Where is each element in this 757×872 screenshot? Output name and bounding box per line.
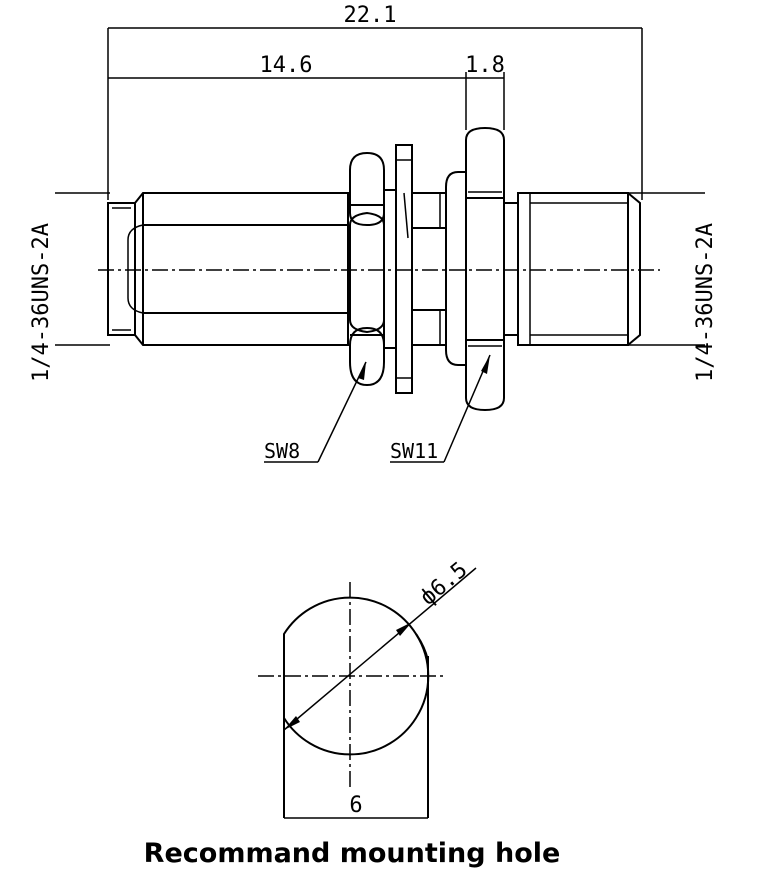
large-nut-washer <box>445 171 467 366</box>
sw8-label: SW8 <box>264 439 300 463</box>
connector-side-view: 22.1 14.6 1.8 1/4-36UNS-2A 1/4-36UNS-2A <box>29 3 718 463</box>
sw11-label: SW11 <box>390 439 438 463</box>
nut-thickness-dimension: 1.8 <box>465 53 505 130</box>
hole-diameter-label: ф6.5 <box>416 557 473 610</box>
sw8-leader: SW8 <box>264 361 367 463</box>
mounting-hole-caption: Recommand mounting hole <box>144 838 561 869</box>
diameter-leader <box>283 567 477 731</box>
flat-width-label: 6 <box>349 793 362 818</box>
large-hex-nut <box>465 126 505 412</box>
left-thread-label: 1/4-36UNS-2A <box>29 223 54 382</box>
left-threaded-end <box>107 202 136 336</box>
body-hex <box>127 192 349 346</box>
body-length-dimension: 14.6 <box>108 53 467 130</box>
overall-length-dimension: 22.1 <box>107 3 643 200</box>
sw11-leader: SW11 <box>390 354 491 463</box>
right-threaded-end <box>504 192 641 346</box>
nut-thickness-label: 1.8 <box>465 53 505 78</box>
lock-washer <box>395 144 413 394</box>
small-hex-nut <box>349 151 385 387</box>
threaded-shank <box>412 192 447 346</box>
right-thread-label: 1/4-36UNS-2A <box>693 223 718 382</box>
overall-length-label: 22.1 <box>344 3 397 28</box>
body-length-label: 14.6 <box>260 53 313 78</box>
mounting-hole-view: ф6.5 6 <box>258 557 477 819</box>
spacer <box>383 189 397 349</box>
